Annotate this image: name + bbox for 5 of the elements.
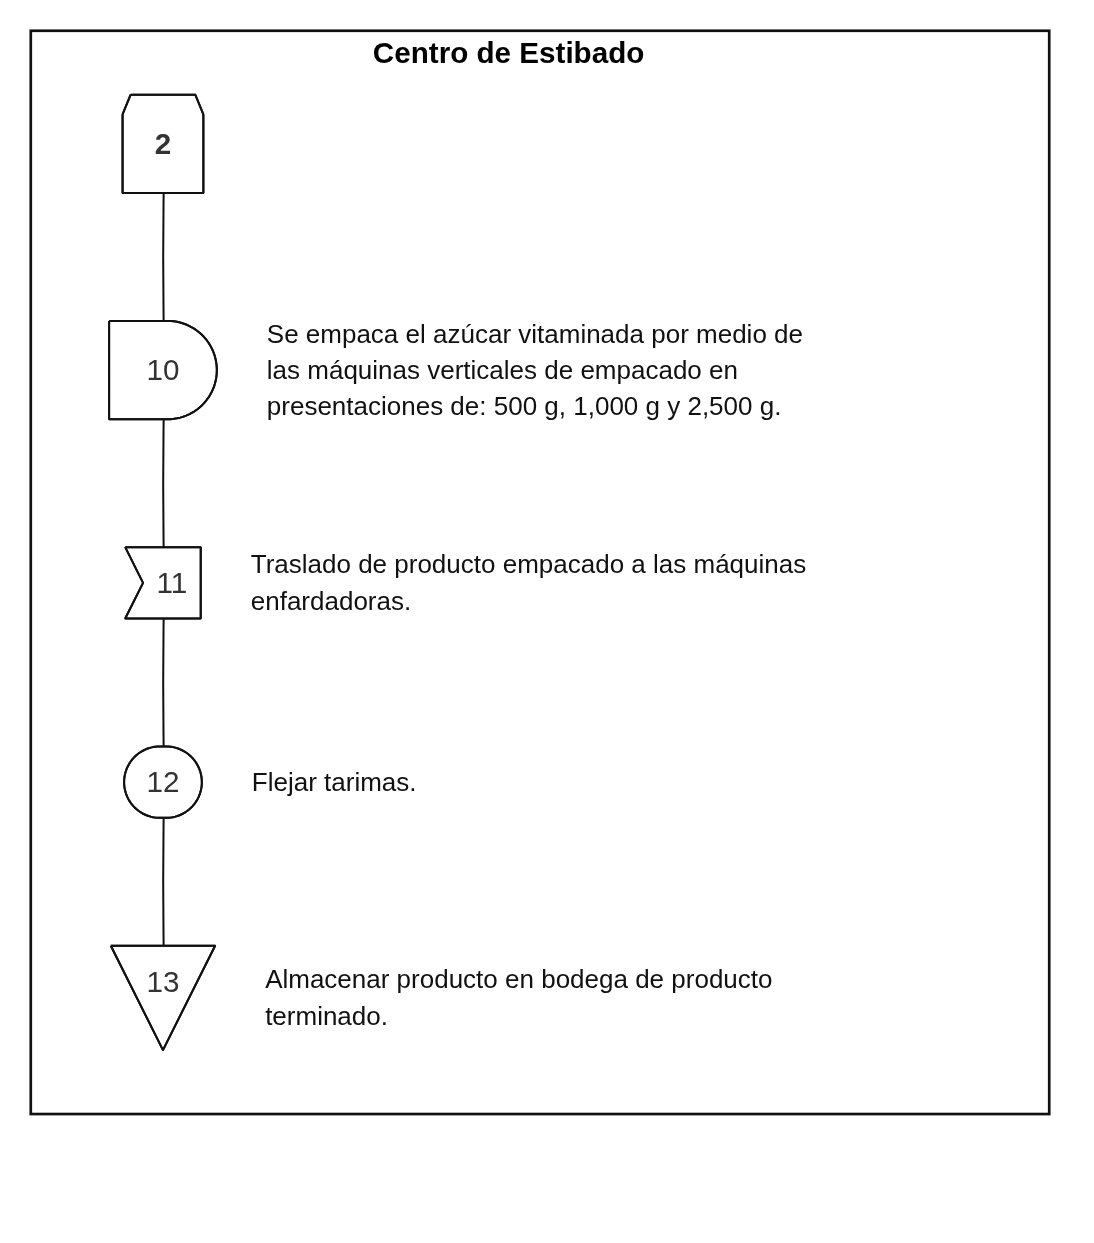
step-description: Almacenar producto en bodega de producto terminado. — [265, 963, 774, 1033]
step-description: Flejar tarimas. — [251, 766, 418, 800]
connector — [162, 419, 165, 548]
step-description: Se empaca el azúcar vitaminada por medio de las máquinas verticales de empacado en presentaciones de: 500 g, 1,000 g y 2,500 g. — [266, 317, 804, 424]
step-description: Traslado de producto empacado a las máquinas enfardadoras. — [250, 548, 808, 618]
